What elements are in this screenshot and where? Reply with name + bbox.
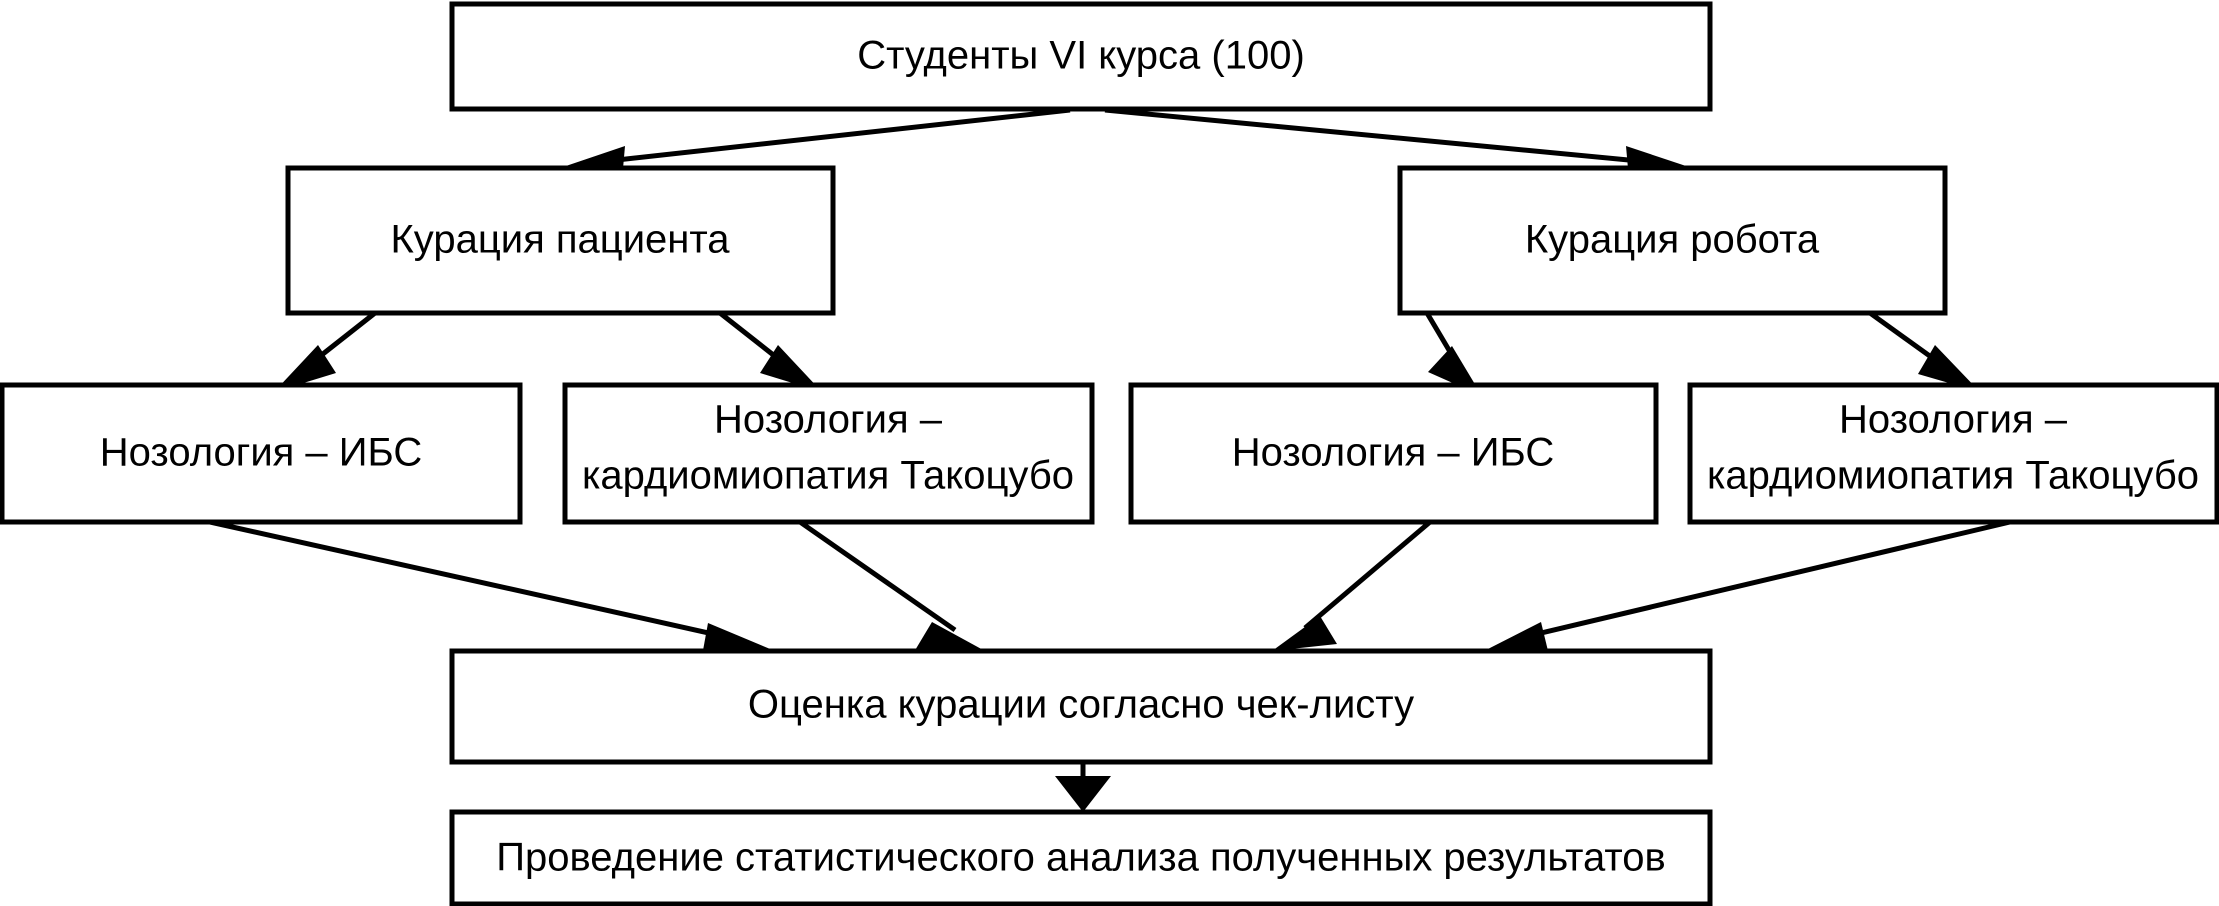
- arrow-head-icon: [1484, 622, 1549, 655]
- node-checklist-evaluation-label: Оценка курации согласно чек-листу: [748, 683, 1414, 727]
- node-nosology-ibs-left-label: Нозология – ИБС: [100, 431, 422, 475]
- edge-checklist-to-statistical-analysis: [1055, 762, 1111, 812]
- node-curation-robot-label: Курация робота: [1525, 218, 1820, 262]
- node-curation-robot[interactable]: Курация робота: [1397, 165, 1948, 316]
- node-curation-patient-box[interactable]: [285, 165, 836, 316]
- node-students[interactable]: Студенты VI курса (100): [449, 1, 1713, 112]
- node-nosology-takotsubo-right-label-line1: Нозология –: [1839, 398, 2068, 442]
- node-checklist-evaluation-box[interactable]: [449, 648, 1713, 765]
- arrow-head-icon: [760, 345, 822, 392]
- arrow-head-icon: [1918, 345, 1980, 392]
- node-curation-patient[interactable]: Курация пациента: [285, 165, 836, 316]
- edge-nosology-takotsubo-left-to-checklist: [798, 519, 985, 652]
- node-statistical-analysis[interactable]: Проведение статистического анализа получ…: [449, 809, 1713, 906]
- node-nosology-ibs-right-box[interactable]: [1128, 382, 1659, 525]
- node-nosology-takotsubo-right-box[interactable]: [1687, 382, 2219, 525]
- arrow-head-icon: [1055, 776, 1111, 812]
- node-statistical-analysis-label: Проведение статистического анализа получ…: [496, 836, 1665, 880]
- node-nosology-takotsubo-left-box[interactable]: [562, 382, 1095, 525]
- edge-curation-patient-to-nosology-takotsubo-left: [718, 311, 822, 392]
- node-statistical-analysis-box[interactable]: [449, 809, 1713, 906]
- node-curation-patient-label: Курация пациента: [391, 218, 731, 262]
- edge-nosology-takotsubo-right-to-checklist: [1484, 519, 2011, 655]
- edge-curation-robot-to-nosology-takotsubo-right: [1868, 310, 1980, 392]
- arrow-head-icon: [702, 623, 775, 656]
- node-nosology-ibs-left-box[interactable]: [0, 382, 523, 525]
- node-students-box[interactable]: [449, 1, 1713, 112]
- node-nosology-takotsubo-right-label-line2: кардиомиопатия Такоцубо: [1707, 454, 2199, 498]
- node-nosology-takotsubo-left-label-line1: Нозология –: [714, 398, 943, 442]
- node-nosology-takotsubo-right[interactable]: Нозология – кардиомиопатия Такоцубо: [1687, 382, 2219, 525]
- edge-nosology-ibs-left-to-checklist: [209, 519, 775, 656]
- node-checklist-evaluation[interactable]: Оценка курации согласно чек-листу: [449, 648, 1713, 765]
- node-students-label: Студенты VI курса (100): [857, 34, 1305, 78]
- edge-nosology-ibs-right-to-checklist: [1272, 520, 1432, 651]
- node-nosology-ibs-left[interactable]: Нозология – ИБС: [0, 382, 523, 525]
- node-nosology-takotsubo-left-label-line2: кардиомиопатия Такоцубо: [582, 454, 1074, 498]
- edge-curation-patient-to-nosology-ibs-left: [274, 311, 377, 392]
- node-nosology-ibs-right[interactable]: Нозология – ИБС: [1128, 382, 1659, 525]
- node-curation-robot-box[interactable]: [1397, 165, 1948, 316]
- arrow-head-icon: [274, 345, 336, 392]
- arrow-head-icon: [914, 622, 985, 652]
- node-nosology-takotsubo-left[interactable]: Нозология – кардиомиопатия Такоцубо: [562, 382, 1095, 525]
- arrow-head-icon: [1272, 616, 1337, 651]
- node-nosology-ibs-right-label: Нозология – ИБС: [1232, 431, 1554, 475]
